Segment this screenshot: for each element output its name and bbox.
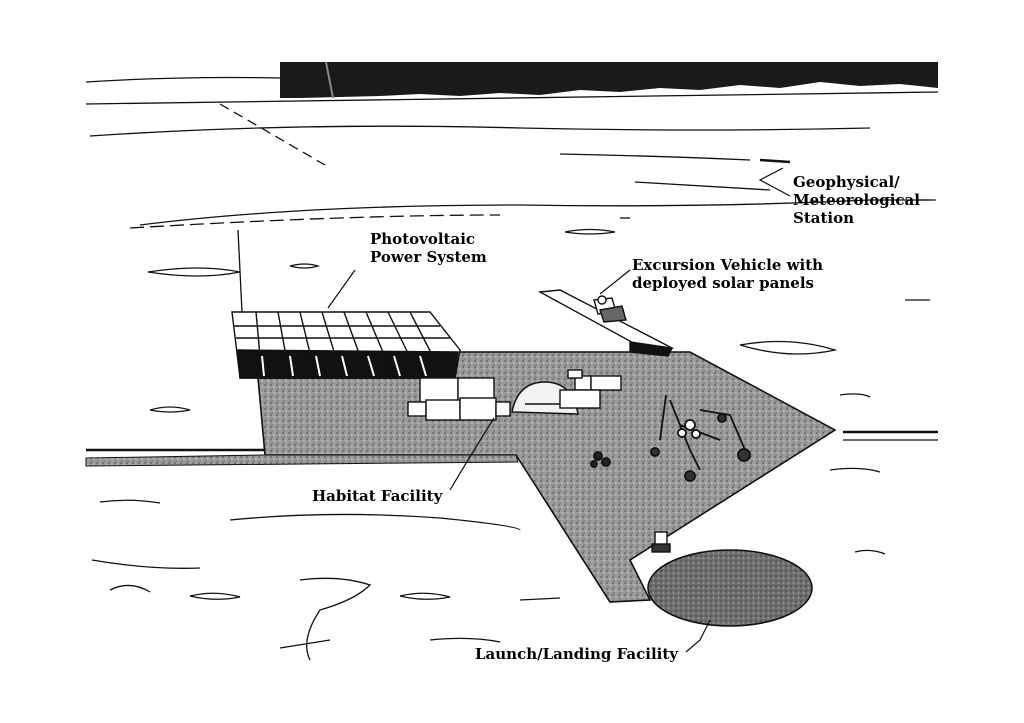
leader-lines — [327, 167, 936, 653]
excursion-vehicle — [537, 289, 675, 357]
label-photovoltaic-line2: Power System — [370, 248, 487, 266]
terrain-lines — [85, 76, 939, 661]
label-photovoltaic-line1: Photovoltaic — [370, 230, 476, 248]
landing-pad — [647, 549, 813, 627]
label-photovoltaic: Photovoltaic Power System — [370, 230, 487, 266]
label-launch-landing-text: Launch/Landing Facility — [475, 645, 678, 663]
horizon-band — [280, 61, 938, 99]
label-habitat-text: Habitat Facility — [312, 487, 443, 505]
rover-equipment — [590, 394, 751, 482]
habitat-modules — [407, 369, 622, 421]
label-launch-landing: Launch/Landing Facility — [475, 645, 678, 663]
photovoltaic-array — [231, 311, 461, 379]
label-habitat: Habitat Facility — [312, 487, 442, 505]
label-geophysical-line1: Geophysical/ — [793, 173, 900, 191]
label-geophysical-station: Geophysical/ Meteorological Station — [793, 173, 920, 227]
label-geophysical-line2: Meteorological — [793, 191, 920, 209]
pad-equipment — [651, 531, 671, 553]
label-excursion-line1: Excursion Vehicle with — [632, 256, 824, 274]
label-excursion-vehicle: Excursion Vehicle with deployed solar pa… — [632, 256, 823, 292]
label-excursion-line2: deployed solar panels — [632, 274, 814, 292]
label-geophysical-line3: Station — [793, 209, 855, 227]
